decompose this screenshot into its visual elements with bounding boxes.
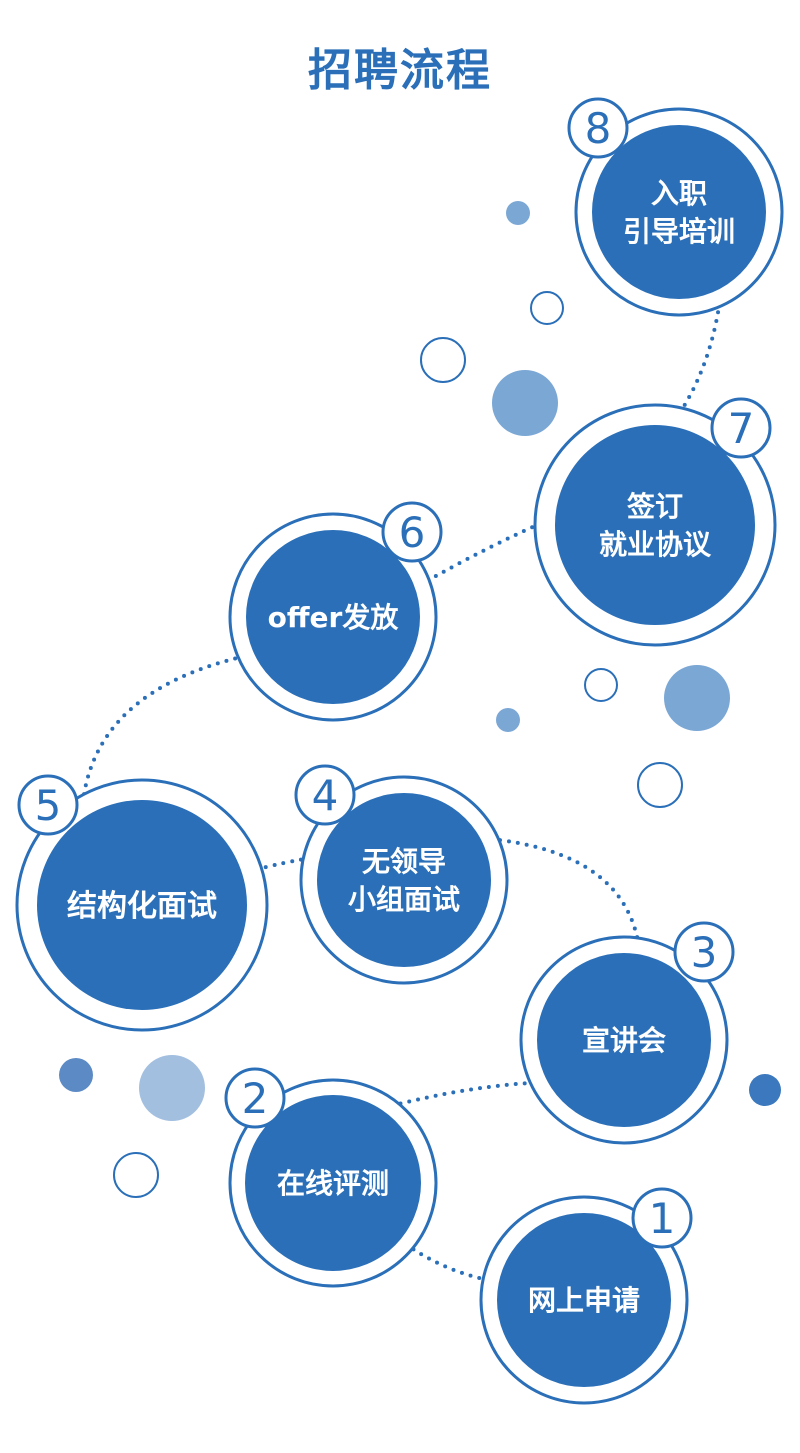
step-circle <box>37 800 247 1010</box>
step-circle <box>592 125 766 299</box>
step-number-badge <box>567 97 629 159</box>
step-label: 小组面试 <box>348 883 460 916</box>
decorative-dot <box>496 708 520 732</box>
step-number-badge <box>673 921 735 983</box>
step-number-badge <box>381 501 443 563</box>
step-number-badge <box>224 1067 286 1129</box>
decorative-dot <box>506 201 530 225</box>
step-number-badge <box>710 397 772 459</box>
step-label: 签订 <box>627 490 683 523</box>
step-label: 引导培训 <box>623 215 735 248</box>
dotted-connector <box>478 836 642 957</box>
dotted-connector <box>418 516 555 587</box>
step-number: 4 <box>312 771 339 820</box>
decorative-dot <box>749 1074 781 1106</box>
step-number: 7 <box>728 404 755 453</box>
step-label: offer发放 <box>268 601 400 634</box>
step-circle <box>246 530 420 704</box>
step-number: 5 <box>35 781 62 830</box>
step-label: 在线评测 <box>277 1167 389 1200</box>
decorative-dot <box>59 1058 93 1092</box>
page-title: 招聘流程 <box>308 45 492 96</box>
step-circle <box>317 793 491 967</box>
step-5: 结构化面试 5 <box>15 774 269 1032</box>
decorative-ring <box>584 668 618 702</box>
step-1: 网上申请 1 <box>479 1187 693 1405</box>
decorative-ring <box>420 337 466 383</box>
decorative-dot <box>139 1055 205 1121</box>
step-6: offer发放 6 <box>228 501 443 722</box>
step-circle <box>555 425 755 625</box>
step-number-badge <box>17 774 79 836</box>
step-number: 1 <box>649 1194 676 1243</box>
step-number: 2 <box>242 1074 269 1123</box>
decorative-dot <box>492 370 558 436</box>
step-label: 宣讲会 <box>582 1024 666 1057</box>
step-label: 就业协议 <box>599 528 712 561</box>
step-circle <box>497 1213 671 1387</box>
decorative-dot <box>664 665 730 731</box>
step-label: 入职 <box>651 177 707 210</box>
step-3: 宣讲会 3 <box>519 921 735 1145</box>
step-label: 结构化面试 <box>67 889 217 924</box>
decorative-ring <box>113 1152 159 1198</box>
step-circle <box>245 1095 421 1271</box>
dotted-connector <box>673 298 722 422</box>
step-number-badge <box>294 764 356 826</box>
step-circle <box>537 953 711 1127</box>
step-number: 8 <box>585 104 612 153</box>
step-number: 3 <box>691 928 718 977</box>
step-label: 网上申请 <box>528 1284 640 1317</box>
dotted-connector <box>398 1238 490 1282</box>
step-label: 无领导 <box>362 845 446 878</box>
decorative-ring <box>637 762 683 808</box>
step-number-badge <box>631 1187 693 1249</box>
step-number: 6 <box>399 508 426 557</box>
decorative-ring <box>530 291 564 325</box>
step-2: 在线评测 2 <box>224 1067 438 1288</box>
dotted-connector <box>381 1080 550 1110</box>
